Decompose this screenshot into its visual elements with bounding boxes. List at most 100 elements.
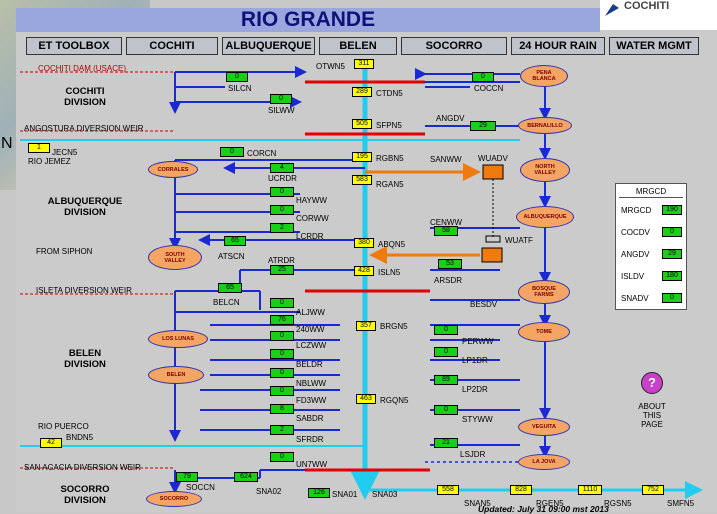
- station-rgan5-value[interactable]: 583: [352, 175, 372, 185]
- label-cochiti-dam: COCHITI DAM (USACE): [38, 64, 126, 73]
- tab-24-hour-rain[interactable]: 24 HOUR RAIN: [511, 37, 605, 55]
- page-title: RIO GRANDE: [240, 8, 376, 31]
- tab-et-toolbox[interactable]: ET TOOLBOX: [26, 37, 122, 55]
- gauge-atscn-value[interactable]: 65: [224, 236, 246, 246]
- town-south-valley[interactable]: SOUTH VALLEY: [148, 245, 202, 270]
- title-bar: [16, 8, 600, 32]
- corner-logo: COCHITI: [600, 0, 717, 30]
- gauge-lcrdr-value[interactable]: 2: [270, 223, 294, 233]
- label-belen-division: BELEN DIVISION: [64, 348, 106, 370]
- gauge-silcn-value[interactable]: 0: [226, 72, 248, 82]
- station-snan5-value[interactable]: 558: [437, 485, 459, 495]
- label-rio-jemez: RIO JEMEZ: [28, 157, 71, 166]
- station-rgbn5-label: RGBN5: [376, 154, 404, 163]
- station-rgen5-value[interactable]: 828: [510, 485, 532, 495]
- tab-socorro[interactable]: SOCORRO: [401, 37, 507, 55]
- label-socorro-division: SOCORRO DIVISION: [60, 484, 110, 506]
- station-rgbn5-value[interactable]: 195: [352, 152, 372, 162]
- town-bosque-farms[interactable]: BOSQUE FARMS: [518, 280, 570, 304]
- label-isleta-weir: ISLETA DIVERSION WEIR: [36, 286, 132, 295]
- station-brgn5-label: BRGN5: [380, 322, 408, 331]
- gauge-cenww-value[interactable]: 58: [434, 226, 458, 236]
- legend-row-value[interactable]: 180: [662, 271, 682, 281]
- gauge-coccn-value[interactable]: 0: [472, 72, 494, 82]
- station-otwn5-value[interactable]: 311: [354, 59, 374, 69]
- about-page-link[interactable]: ABOUT THIS PAGE: [638, 402, 666, 429]
- town-corrales[interactable]: CORRALES: [148, 161, 198, 178]
- gauge-angdv-value[interactable]: 29: [470, 121, 496, 131]
- town-belen[interactable]: BELEN: [148, 366, 204, 384]
- gauge-un7ww-value[interactable]: 0: [270, 452, 294, 462]
- label-cochiti-division: COCHITI DIVISION: [64, 86, 106, 108]
- legend-row-name: ISLDV: [621, 272, 645, 281]
- gauge-fd3ww-value[interactable]: 0: [270, 386, 294, 396]
- gauge-lsjdr-label: LSJDR: [460, 450, 486, 459]
- tab-water-mgmt[interactable]: WATER MGMT: [609, 37, 699, 55]
- legend-row-value[interactable]: 0: [662, 293, 682, 303]
- station-isln5-value[interactable]: 428: [354, 266, 374, 276]
- gauge-lsjdr-value[interactable]: 21: [434, 438, 458, 448]
- station-brgn5-value[interactable]: 357: [356, 321, 376, 331]
- town-los-lunas[interactable]: LOS LUNAS: [148, 330, 208, 348]
- town-albuquerque[interactable]: ALBUQUERQUE: [516, 206, 574, 228]
- station-rgsn5-value[interactable]: 1110: [578, 485, 602, 495]
- station-abqn5-value[interactable]: 380: [354, 238, 374, 248]
- gauge-hayww-value[interactable]: 0: [270, 187, 294, 197]
- town-la-jova[interactable]: LA JOVA: [518, 454, 570, 470]
- gauge-sna02-value[interactable]: 624: [234, 472, 258, 482]
- corner-logo-text: COCHITI: [624, 0, 670, 12]
- gauge-corcn-value[interactable]: 0: [220, 147, 244, 157]
- station-jecn5-value[interactable]: 1: [28, 143, 50, 153]
- town-socorro[interactable]: SOCORRO: [146, 491, 202, 507]
- town-veguita[interactable]: VEGUITA: [518, 418, 570, 436]
- station-sfpn5-value[interactable]: 505: [352, 119, 372, 129]
- gauge-perww-label: PERWW: [462, 337, 494, 346]
- legend-row-value[interactable]: 190: [662, 205, 682, 215]
- town-pena-blanca[interactable]: PENA BLANCA: [520, 65, 568, 87]
- gauge-ucrdr-label: UCRDR: [268, 174, 297, 183]
- gauge-lp2dr-value[interactable]: 89: [434, 375, 458, 385]
- station-sna01-label: SNA01: [332, 490, 358, 499]
- gauge-styww-value[interactable]: 0: [434, 405, 458, 415]
- gauge-soccn-value[interactable]: 79: [176, 472, 198, 482]
- gauge-corww-value[interactable]: 0: [270, 205, 294, 215]
- gauge-aljww-value[interactable]: 0: [270, 298, 294, 308]
- legend-row-value[interactable]: 29: [662, 249, 682, 259]
- station-rgqn5-value[interactable]: 463: [356, 394, 376, 404]
- station-smfn5-value[interactable]: 752: [642, 485, 664, 495]
- gauge-sabdr-value[interactable]: 8: [270, 404, 294, 414]
- station-smfn5-label: SMFN5: [667, 499, 695, 508]
- gauge-soccn-label: SOCCN: [186, 483, 215, 492]
- town-tome[interactable]: TOME: [518, 322, 570, 342]
- station-ctdn5-label: CTDN5: [376, 89, 403, 98]
- gauge-240ww-value[interactable]: 76: [270, 315, 294, 325]
- town-north-valley[interactable]: NORTH VALLEY: [520, 158, 570, 182]
- gauge-beldr-value[interactable]: 0: [270, 349, 294, 359]
- gauge-silww-value[interactable]: 0: [270, 94, 292, 104]
- tab-belen[interactable]: BELEN: [319, 37, 397, 55]
- gauge-atrdr-value[interactable]: 25: [270, 265, 294, 275]
- station-sna01-value[interactable]: 126: [308, 488, 330, 498]
- station-ctdn5-value[interactable]: 289: [352, 87, 372, 97]
- legend-row-value[interactable]: 0: [662, 227, 682, 237]
- station-bndn5-value[interactable]: 42: [40, 438, 62, 448]
- gauge-atscn-label: ATSCN: [218, 252, 245, 261]
- town-bernalillo[interactable]: BERNALILLO: [518, 117, 572, 134]
- gauge-belcn-value[interactable]: 65: [218, 283, 242, 293]
- gauge-coccn-label: COCCN: [474, 84, 504, 93]
- tab-cochiti[interactable]: COCHITI: [126, 37, 218, 55]
- gauge-240ww-label: 240WW: [296, 325, 325, 334]
- gauge-lczww-label: LCZWW: [296, 341, 327, 350]
- gauge-lp1dr-value[interactable]: 0: [434, 347, 458, 357]
- gauge-sfrdr-value[interactable]: 2: [270, 425, 294, 435]
- gauge-perww-value[interactable]: 0: [434, 325, 458, 335]
- gauge-ucrdr-value[interactable]: 4: [270, 163, 294, 173]
- help-icon[interactable]: ?: [641, 372, 663, 394]
- tab-albuquerque[interactable]: ALBUQUERQUE: [222, 37, 315, 55]
- gauge-arsdr-value[interactable]: 53: [438, 259, 462, 269]
- gauge-nblww-value[interactable]: 0: [270, 368, 294, 378]
- gauge-lp2dr-label: LP2DR: [462, 385, 488, 394]
- gauge-un7ww-label: UN7WW: [296, 460, 328, 469]
- station-jecn5-label: JECN5: [52, 148, 78, 157]
- gauge-lczww-value[interactable]: 0: [270, 331, 294, 341]
